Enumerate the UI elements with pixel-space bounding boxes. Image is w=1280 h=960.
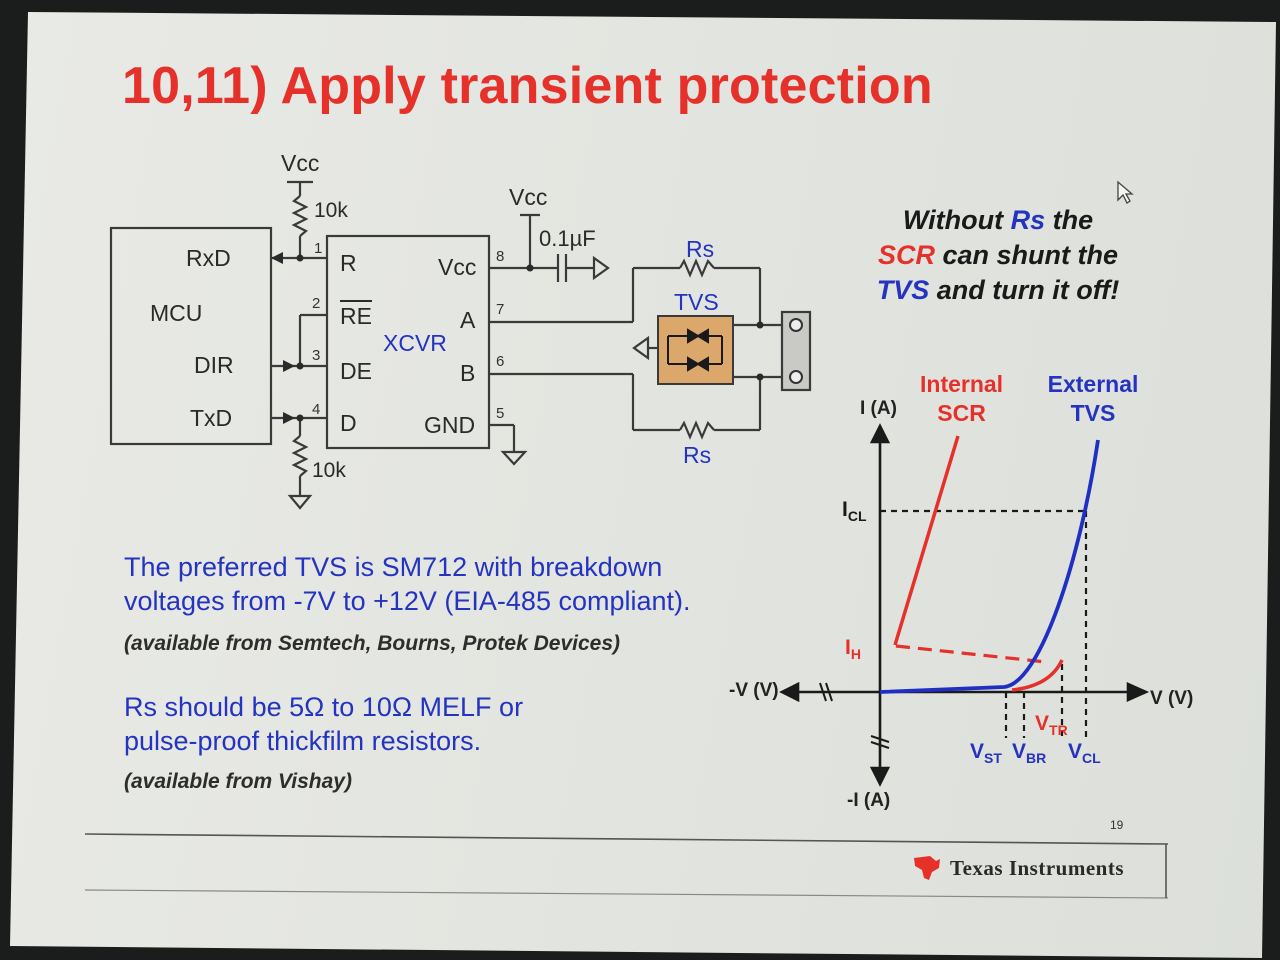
- tvs-note: The preferred TVS is SM712 with breakdow…: [124, 552, 691, 616]
- vbr-label: VBR: [1012, 740, 1047, 767]
- xcvr-pin-r: R: [340, 250, 357, 276]
- mouse-cursor-icon: [1117, 180, 1134, 204]
- rs-source: (available from Vishay): [124, 770, 352, 793]
- pin-8: 8: [496, 248, 505, 265]
- vtr-label: VTR: [1035, 712, 1068, 739]
- x-pos-label: V (V): [1150, 688, 1194, 709]
- mcu-box: [109, 226, 273, 446]
- xcvr-pin-re: RE: [340, 303, 372, 329]
- page-number: 19: [1110, 818, 1124, 832]
- pin-6: 6: [496, 353, 505, 370]
- mcu-pin-txd: TxD: [190, 405, 233, 431]
- icl-label: ICL: [842, 498, 867, 525]
- xcvr-label: XCVR: [383, 330, 447, 356]
- x-neg-label: -V (V): [729, 680, 779, 701]
- pin-3: 3: [312, 347, 321, 364]
- internal-scr-label: Internal SCR: [920, 371, 1004, 426]
- pin-1: 1: [314, 240, 323, 257]
- xcvr-pin-gnd: GND: [424, 412, 476, 438]
- pin-2: 2: [312, 295, 321, 312]
- callout-text: Without Rs the SCR can shunt the TVS and…: [876, 205, 1120, 305]
- scr-curve: [893, 435, 960, 646]
- y-neg-label: -I (A): [847, 790, 891, 811]
- pullup-label: 10k: [314, 199, 348, 222]
- y-pos-label: I (A): [860, 398, 897, 419]
- vcl-label: VCL: [1068, 740, 1101, 767]
- ti-logo-text: Texas Instruments: [950, 856, 1124, 880]
- tvs-source: (available from Semtech, Bourns, Protek …: [124, 632, 621, 655]
- rs-bottom-label: Rs: [683, 442, 712, 468]
- xcvr-pin-a: A: [460, 307, 476, 333]
- pulldown-label: 10k: [312, 459, 346, 482]
- vcc-cap-label: Vcc: [509, 184, 548, 210]
- mcu-label: MCU: [150, 300, 203, 326]
- xcvr-pin-vcc: Vcc: [438, 254, 477, 280]
- ih-label: IH: [845, 636, 861, 663]
- xcvr-box: [325, 234, 491, 450]
- tvs-box: [657, 315, 734, 385]
- external-tvs-label: External TVS: [1047, 371, 1139, 426]
- vst-label: VST: [970, 740, 1002, 767]
- slide-title: 10,11) Apply transient protection: [122, 57, 933, 115]
- cap-label: 0.1µF: [539, 226, 596, 251]
- pin-5: 5: [496, 405, 505, 422]
- pin-4: 4: [312, 401, 321, 418]
- pin-7: 7: [496, 301, 505, 318]
- mcu-pin-dir: DIR: [194, 352, 234, 378]
- rs-note: Rs should be 5Ω to 10Ω MELF or pulse-pro…: [124, 692, 524, 756]
- ti-logo-icon: [914, 856, 940, 880]
- xcvr-pin-b: B: [460, 360, 476, 386]
- mcu-pin-rxd: RxD: [186, 245, 231, 271]
- xcvr-pin-d: D: [340, 410, 357, 436]
- vcc-label: Vcc: [281, 150, 320, 176]
- scr-holding-line: [895, 644, 1047, 664]
- tvs-label: TVS: [674, 289, 719, 315]
- tvs-curve: [879, 439, 1100, 694]
- xcvr-pin-de: DE: [340, 358, 372, 384]
- rs-top-label: Rs: [686, 236, 715, 262]
